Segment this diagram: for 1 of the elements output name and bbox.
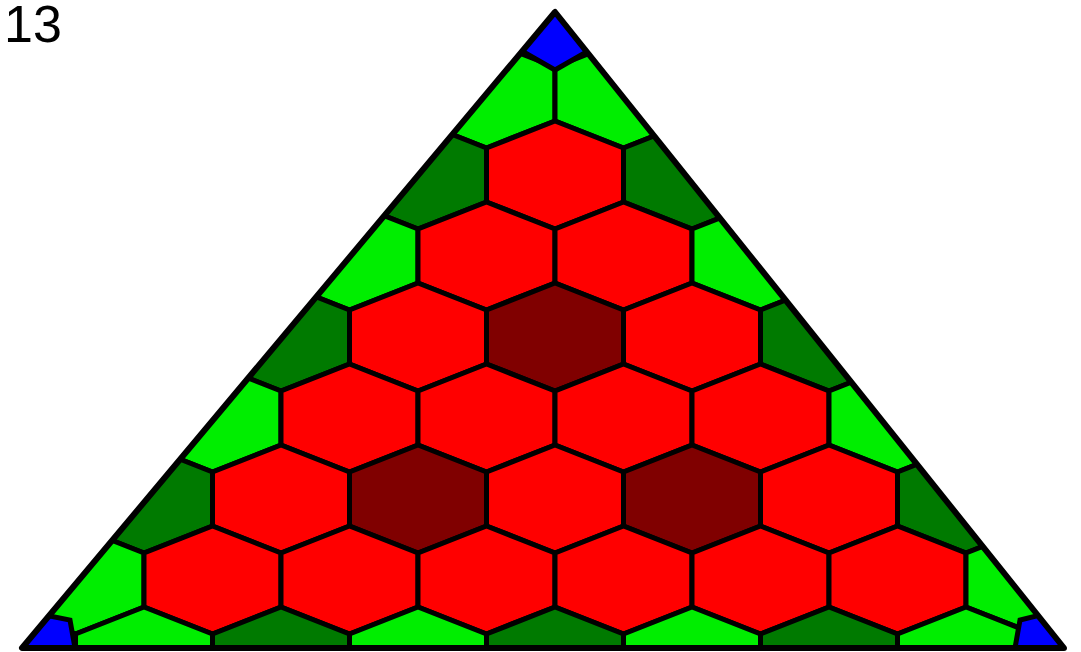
- figure-number: 13: [4, 0, 62, 54]
